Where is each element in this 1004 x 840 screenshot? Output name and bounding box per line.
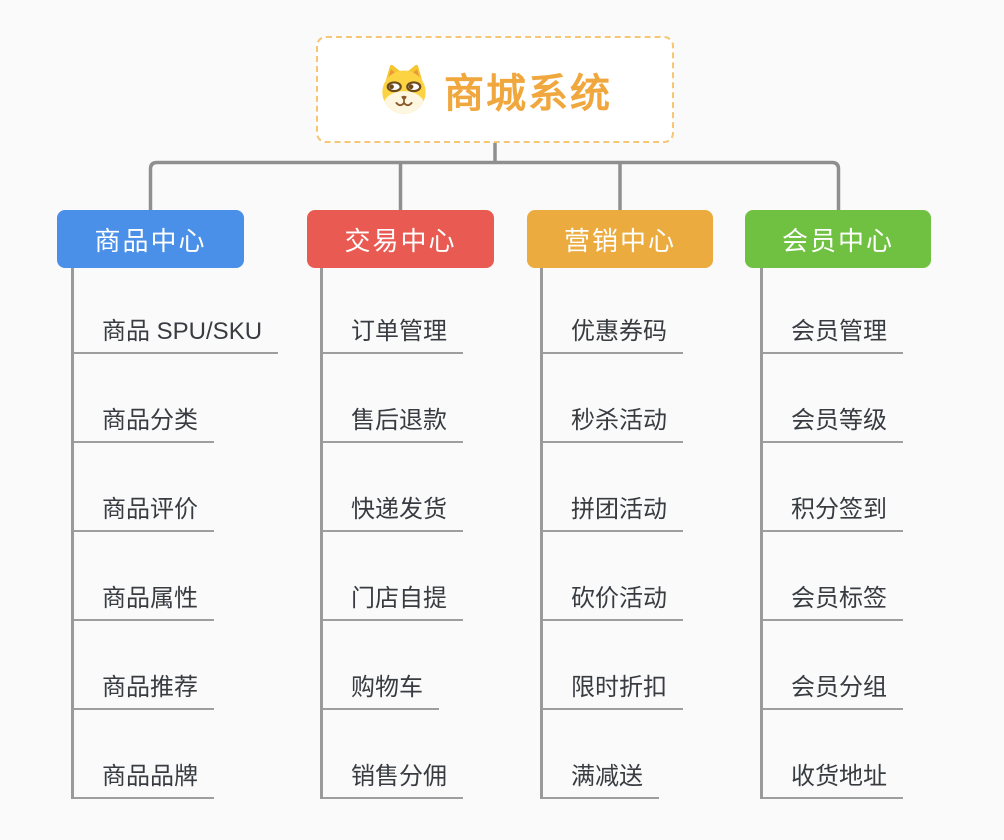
topic-item[interactable]: 满减送 — [543, 710, 659, 799]
topic-item[interactable]: 快递发货 — [323, 443, 463, 532]
branch-label: 交易中心 — [344, 225, 457, 256]
topic-label: 订单管理 — [351, 318, 447, 345]
branch-node-trade[interactable]: 交易中心 — [307, 210, 494, 268]
topic-item[interactable]: 拼团活动 — [543, 443, 683, 532]
branch-node-marketing[interactable]: 营销中心 — [527, 210, 713, 268]
topic-item[interactable]: 积分签到 — [763, 443, 903, 532]
branch-children-products: 商品 SPU/SKU 商品分类 商品评价 商品属性 商品推荐 商品品牌 — [71, 268, 279, 799]
branch-children-marketing: 优惠券码 秒杀活动 拼团活动 砍价活动 限时折扣 满减送 — [540, 268, 683, 799]
topic-label: 门店自提 — [351, 585, 447, 612]
branch-children-trade: 订单管理 售后退款 快递发货 门店自提 购物车 销售分佣 — [320, 268, 463, 799]
topic-label: 秒杀活动 — [571, 407, 667, 434]
topic-label: 快递发货 — [351, 496, 447, 523]
topic-label: 满减送 — [571, 763, 643, 790]
topic-item[interactable]: 商品评价 — [74, 443, 214, 532]
topic-item[interactable]: 商品 SPU/SKU — [74, 268, 279, 354]
topic-item[interactable]: 销售分佣 — [323, 710, 463, 799]
branch-children-members: 会员管理 会员等级 积分签到 会员标签 会员分组 收货地址 — [760, 268, 903, 799]
topic-label: 拼团活动 — [571, 496, 667, 523]
topic-item[interactable]: 商品分类 — [74, 354, 214, 443]
topic-label: 商品推荐 — [102, 674, 198, 701]
topic-item[interactable]: 商品推荐 — [74, 621, 214, 710]
topic-label: 售后退款 — [351, 407, 447, 434]
topic-label: 销售分佣 — [351, 763, 447, 790]
topic-item[interactable]: 优惠券码 — [543, 268, 683, 354]
doge-icon — [382, 64, 426, 114]
topic-label: 商品评价 — [102, 496, 198, 523]
topic-label: 积分签到 — [791, 496, 887, 523]
topic-label: 会员标签 — [791, 585, 887, 612]
topic-label: 收货地址 — [791, 763, 887, 790]
topic-item[interactable]: 限时折扣 — [543, 621, 683, 710]
topic-label: 商品分类 — [102, 407, 198, 434]
topic-label: 优惠券码 — [571, 318, 667, 345]
topic-item[interactable]: 购物车 — [323, 621, 439, 710]
branch-label: 商品中心 — [94, 225, 207, 256]
topic-label: 商品品牌 — [102, 763, 198, 790]
topic-item[interactable]: 订单管理 — [323, 268, 463, 354]
topic-item[interactable]: 商品品牌 — [74, 710, 214, 799]
topic-label: 会员分组 — [791, 674, 887, 701]
branch-label: 营销中心 — [563, 225, 676, 256]
branch-label: 会员中心 — [781, 225, 894, 256]
branch-node-products[interactable]: 商品中心 — [57, 210, 244, 268]
branch-node-members[interactable]: 会员中心 — [745, 210, 931, 268]
topic-item[interactable]: 秒杀活动 — [543, 354, 683, 443]
topic-item[interactable]: 会员分组 — [763, 621, 903, 710]
topic-item[interactable]: 商品属性 — [74, 532, 214, 621]
topic-label: 限时折扣 — [571, 674, 667, 701]
topic-item[interactable]: 砍价活动 — [543, 532, 683, 621]
topic-label: 会员等级 — [791, 407, 887, 434]
topic-label: 砍价活动 — [571, 585, 667, 612]
topic-item[interactable]: 门店自提 — [323, 532, 463, 621]
topic-item[interactable]: 会员等级 — [763, 354, 903, 443]
topic-item[interactable]: 收货地址 — [763, 710, 903, 799]
topic-label: 商品 SPU/SKU — [102, 318, 263, 345]
topic-label: 商品属性 — [102, 585, 198, 612]
root-node[interactable]: 商城系统 — [316, 36, 674, 143]
topic-item[interactable]: 售后退款 — [323, 354, 463, 443]
topic-label: 购物车 — [351, 674, 423, 701]
root-title: 商城系统 — [444, 71, 612, 116]
topic-label: 会员管理 — [791, 318, 887, 345]
topic-item[interactable]: 会员标签 — [763, 532, 903, 621]
topic-item[interactable]: 会员管理 — [763, 268, 903, 354]
